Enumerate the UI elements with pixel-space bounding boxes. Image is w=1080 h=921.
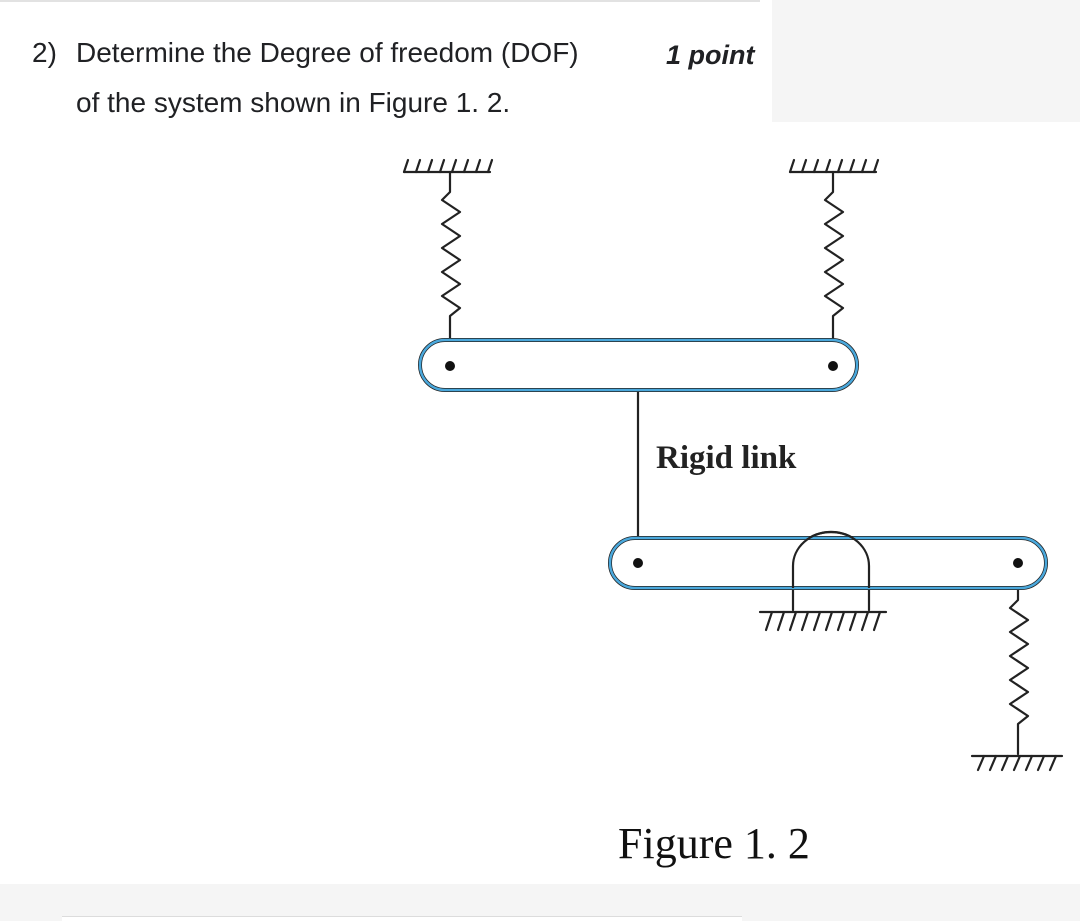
lower-bar-right-pin <box>1013 558 1023 568</box>
next-question-card-edge <box>62 916 742 921</box>
right-gray-panel <box>772 0 1080 122</box>
lower-bar <box>608 536 1048 590</box>
upper-bar <box>418 338 859 392</box>
question-number: 2) <box>32 37 57 68</box>
left-spring <box>440 170 462 342</box>
question-text: 2)Determine the Degree of freedom (DOF) … <box>32 28 652 128</box>
left-ground-support <box>402 158 494 174</box>
right-ground-support <box>788 158 880 174</box>
bottom-right-spring <box>1008 586 1030 756</box>
question-line-2: of the system shown in Figure 1. 2. <box>76 87 511 118</box>
bottom-gray-panel <box>0 884 1080 921</box>
bottom-right-ground-hatch <box>970 754 1064 772</box>
points-badge: 1 point <box>666 40 755 70</box>
pivot-ground-hatch <box>758 610 888 632</box>
lower-bar-left-pin <box>633 558 643 568</box>
rigid-link-label: Rigid link <box>656 440 797 476</box>
upper-bar-left-pin <box>445 361 455 371</box>
top-divider <box>0 0 760 2</box>
question-line-1-text: Determine the Degree of freedom (DOF) <box>76 37 579 68</box>
right-spring <box>823 170 845 342</box>
upper-bar-right-pin <box>828 361 838 371</box>
figure-caption: Figure 1. 2 <box>618 819 810 868</box>
question-line-1: 2) Determine the Degree of freedom (DOF) <box>32 28 652 78</box>
